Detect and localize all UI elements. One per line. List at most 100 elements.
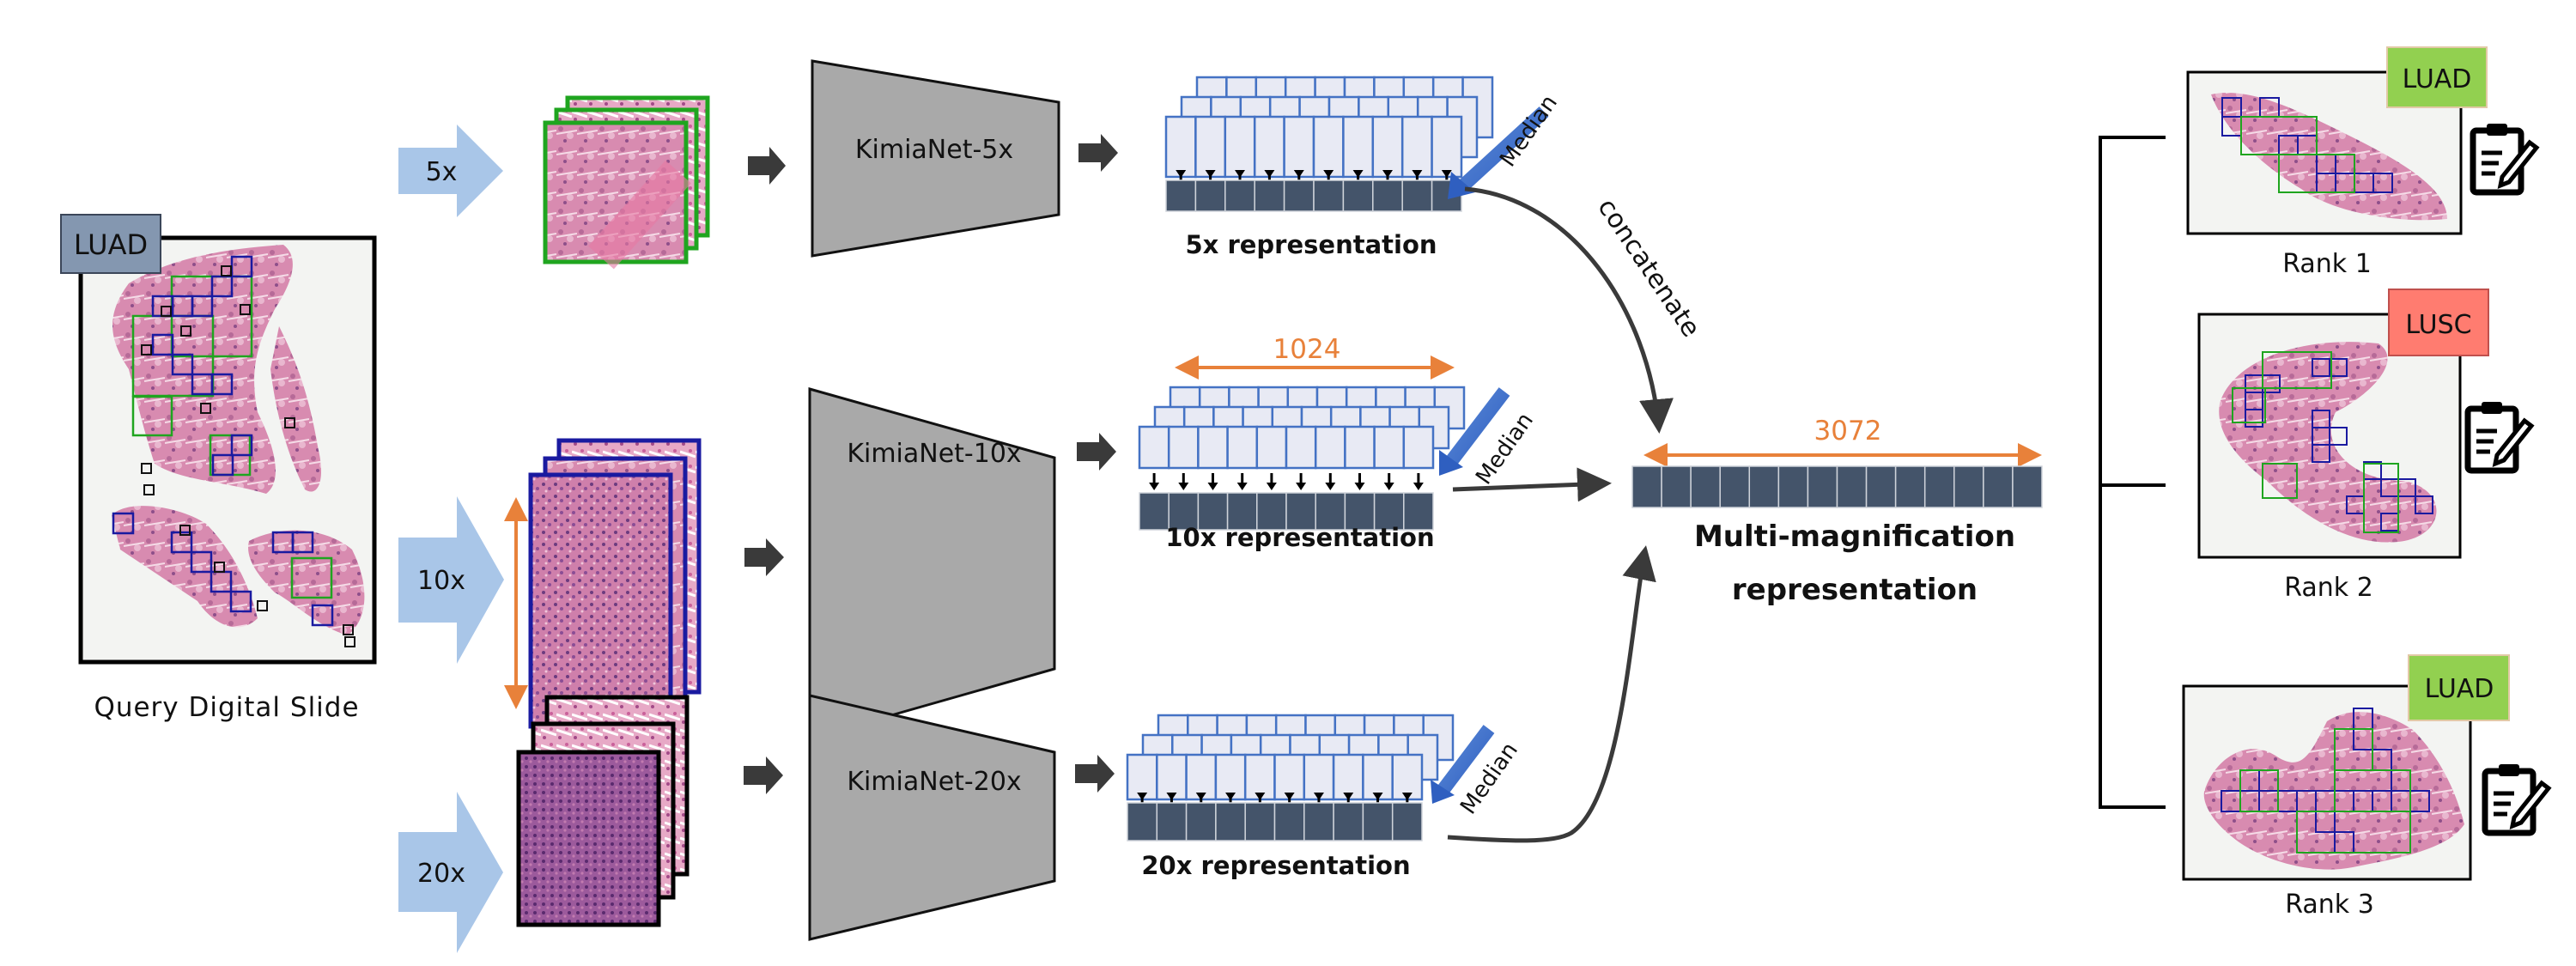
magnification-arrow-10x <box>398 496 504 664</box>
clipboard-edit-icon[interactable] <box>2464 402 2535 474</box>
down-arrowhead <box>1352 170 1364 178</box>
median-vector-cell <box>1197 492 1229 531</box>
result-label-badge <box>2408 654 2510 721</box>
down-arrowhead <box>1313 793 1324 800</box>
down-arrowhead <box>1293 170 1304 178</box>
row-5x: 5x KimiaNet-5x 5x representation <box>398 59 1494 270</box>
vector-cell <box>1164 115 1197 179</box>
multi-vector-cell <box>1661 465 1692 508</box>
down-arrowhead <box>1323 170 1334 178</box>
tile-stack-5x[interactable] <box>543 95 710 270</box>
result-rank-3[interactable]: LUAD Rank 3 <box>2182 654 2552 920</box>
median-vector-cell <box>1362 802 1394 841</box>
concat-arrow-10x <box>1452 467 1612 502</box>
median-vector-cell <box>1139 492 1170 531</box>
magnification-label-5x: 5x <box>426 157 458 187</box>
median-vector-cell <box>1226 492 1258 531</box>
row-10x: 10x 1000 KimiaNet-10x 1024 10x represent… <box>398 334 1466 799</box>
vector-cell <box>1342 115 1375 179</box>
vector-cell <box>1253 115 1285 179</box>
down-arrowhead <box>1382 170 1393 178</box>
down-arrowhead <box>1195 793 1206 800</box>
median-vector-cell <box>1215 802 1246 841</box>
result-rank-2[interactable]: LUSC Rank 2 <box>2197 289 2535 603</box>
clipboard-edit-icon[interactable] <box>2482 764 2552 836</box>
vector-cell <box>1373 425 1406 470</box>
median-arrowhead-5x <box>1448 172 1475 199</box>
network-label-5x: KimiaNet-5x <box>855 135 1013 165</box>
multi-vector-cell <box>1923 465 1955 508</box>
network-kimianet-10x[interactable] <box>808 387 1056 740</box>
vector-cell <box>1226 425 1259 470</box>
result-rank-1[interactable]: LUAD Rank 1 <box>2186 46 2540 279</box>
down-arrowhead <box>1235 170 1245 178</box>
median-vector-cell <box>1254 179 1285 212</box>
concatenate-label: concatenate <box>1591 193 1705 343</box>
vector-cell <box>1224 115 1256 179</box>
median-vector-cell <box>1303 802 1334 841</box>
magnification-label-20x: 20x <box>417 859 465 889</box>
down-arrowhead <box>1207 483 1218 490</box>
vector-cell <box>1312 115 1345 179</box>
feature-size-label: 1024 <box>1273 334 1341 365</box>
down-arrowhead <box>1343 793 1354 800</box>
vector-cell <box>1314 425 1346 470</box>
multi-vector-cell <box>2012 465 2043 508</box>
median-vector-cell <box>1156 802 1188 841</box>
query-slide-tissue <box>112 245 365 647</box>
down-arrowhead <box>1178 483 1189 490</box>
multi-vector-cell <box>1894 465 1926 508</box>
query-slide[interactable]: LUAD <box>60 214 377 665</box>
magnification-arrow-20x <box>398 792 503 953</box>
multi-vector-cell <box>1777 465 1809 508</box>
network-label-10x: KimiaNet-10x <box>847 439 1021 469</box>
multi-vector-bar <box>1631 465 2043 508</box>
result-rank-label: Rank 1 <box>2282 249 2372 279</box>
down-arrowhead <box>1441 170 1452 178</box>
down-arrowhead <box>1412 170 1423 178</box>
flow-arrow-20x-a <box>744 756 783 794</box>
concat-arrow-5x <box>1464 186 1674 434</box>
median-arrowhead-20x <box>1431 780 1455 804</box>
down-arrowhead <box>1383 483 1394 490</box>
median-vector-cell <box>1244 802 1276 841</box>
tiles-10x-overlay <box>112 255 334 627</box>
median-vector-cell <box>1403 492 1434 531</box>
down-arrowhead <box>1325 483 1336 490</box>
network-kimianet-5x[interactable] <box>811 59 1060 258</box>
representation-label-10x: 10x representation <box>1165 523 1434 552</box>
result-label-badge <box>2388 289 2489 356</box>
vector-cell <box>1167 425 1200 470</box>
result-label-badge <box>2386 46 2488 108</box>
vector-cell <box>1197 425 1229 470</box>
flow-arrow-10x-a <box>744 538 784 576</box>
network-label-20x: KimiaNet-20x <box>847 767 1021 797</box>
down-arrowhead <box>1354 483 1365 490</box>
multi-vector-cell <box>1983 465 2014 508</box>
multi-vector-cell <box>1719 465 1751 508</box>
tile-stack-20x[interactable] <box>516 695 690 927</box>
connectors <box>1447 186 1674 843</box>
down-arrowhead <box>1413 483 1424 490</box>
down-arrowhead <box>1284 793 1295 800</box>
result-rank-label: Rank 2 <box>2284 573 2373 603</box>
median-vector-cell <box>1285 492 1316 531</box>
down-arrowhead <box>1255 793 1266 800</box>
median-vector-cell <box>1313 179 1345 212</box>
median-vector-cell <box>1373 492 1405 531</box>
down-arrowhead <box>1149 483 1160 490</box>
clipboard-edit-icon[interactable] <box>2470 124 2540 196</box>
down-arrowhead <box>1176 170 1187 178</box>
median-vector-cell <box>1342 179 1374 212</box>
result-label-text: LUAD <box>2425 674 2494 704</box>
multi-vector-cell <box>1836 465 1868 508</box>
tile-stack-10x[interactable] <box>528 438 702 729</box>
multi-title-line1: Multi-magnification <box>1694 519 2015 554</box>
network-kimianet-20x[interactable] <box>808 694 1056 941</box>
multi-vector-cell <box>1807 465 1838 508</box>
down-arrowhead <box>1372 793 1383 800</box>
median-vector-cell <box>1127 802 1158 841</box>
median-vector-cell <box>1315 492 1346 531</box>
multi-representation: 3072 Multi-magnification representation <box>1631 416 2043 607</box>
